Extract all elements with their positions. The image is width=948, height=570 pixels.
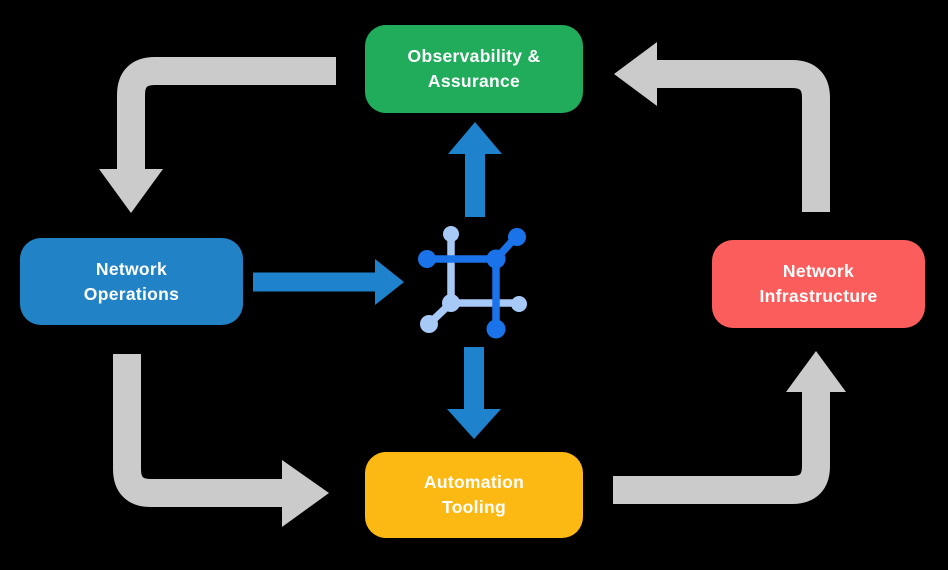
arrow-center-to-automation: [447, 347, 501, 439]
network-mesh-icon: [418, 226, 527, 339]
arrow-shaft: [117, 57, 336, 173]
node-label-line: Operations: [83, 283, 180, 304]
node-label-line: Infrastructure: [759, 286, 878, 306]
arrow-shaft: [113, 354, 284, 507]
node-label-line: Tooling: [442, 497, 506, 517]
arrowhead-up-icon: [786, 351, 846, 392]
arrow-operations-to-automation: [113, 354, 329, 527]
arrow-infrastructure-to-observability: [614, 42, 830, 212]
node-label-line: Observability &: [407, 46, 541, 67]
arrow-shaft: [613, 391, 830, 504]
arrowhead-up-icon: [448, 122, 502, 154]
node-label-line: Network: [95, 258, 168, 279]
network-mesh-icon-dark: [418, 228, 526, 339]
arrowhead-right-icon: [375, 259, 404, 305]
node-label-line: Network: [782, 261, 855, 282]
arrowhead-right-icon: [282, 460, 329, 527]
arrow-automation-to-infrastructure: [613, 351, 846, 504]
arrowhead-down-icon: [447, 409, 501, 439]
arrowhead-left-icon: [614, 42, 657, 106]
arrow-observability-to-operations: [99, 57, 336, 213]
node-label-line: Automation: [423, 472, 525, 493]
node-observability-assurance: Observability & Assurance: [365, 25, 583, 113]
network-mesh-icon-light: [420, 226, 527, 333]
arrow-shaft: [657, 60, 830, 212]
node-network-infrastructure: Network Infrastructure: [712, 240, 925, 328]
node-automation-tooling: Automation Tooling: [365, 452, 583, 538]
node-network-operations: Network Operations: [20, 238, 243, 325]
node-label-line: Assurance: [427, 71, 521, 91]
arrow-center-to-observability: [448, 122, 502, 217]
arrowhead-down-icon: [99, 169, 163, 213]
arrow-operations-to-center: [253, 259, 404, 305]
